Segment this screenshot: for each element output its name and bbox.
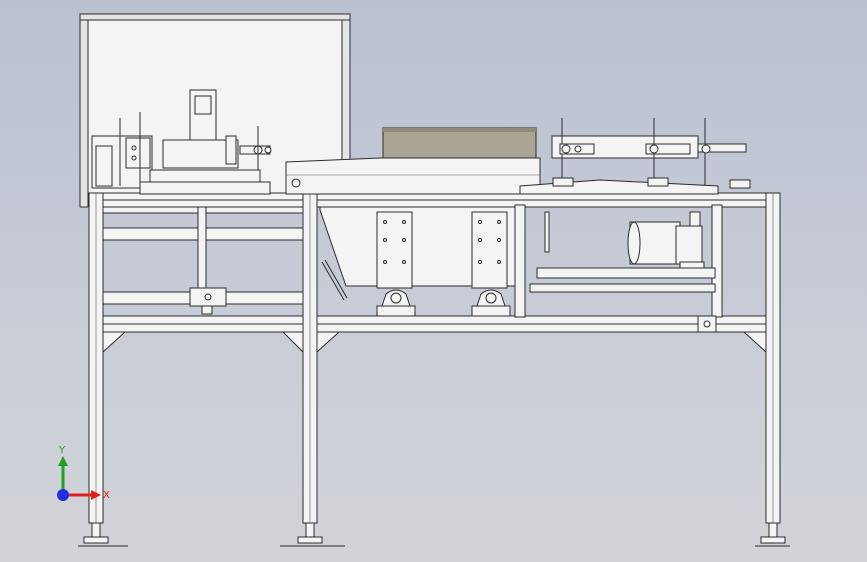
top-beam (91, 192, 781, 208)
feed-plate (285, 157, 541, 195)
x-axis-label: X (103, 490, 110, 501)
pillow-block-bearings (376, 289, 511, 317)
diagonal-strut (321, 259, 348, 301)
coordinate-triad: Y X (57, 445, 110, 501)
vertical-shaft (189, 206, 227, 315)
right-cross-beams (529, 211, 716, 293)
right-clamp-rail (519, 118, 751, 195)
corner-brackets (102, 331, 767, 354)
z-axis-origin (57, 489, 69, 501)
x-axis-arrow-head (91, 490, 101, 500)
leveling-feet (78, 522, 790, 547)
middle-beam (91, 315, 781, 333)
middle-connector (697, 315, 717, 333)
drive-motor (627, 211, 705, 271)
y-axis-arrow-head (58, 456, 68, 466)
y-axis-label: Y (58, 445, 66, 456)
left-clamp-mechanism (91, 89, 272, 195)
dark-hopper-panel (382, 127, 537, 163)
central-bin (319, 206, 516, 289)
